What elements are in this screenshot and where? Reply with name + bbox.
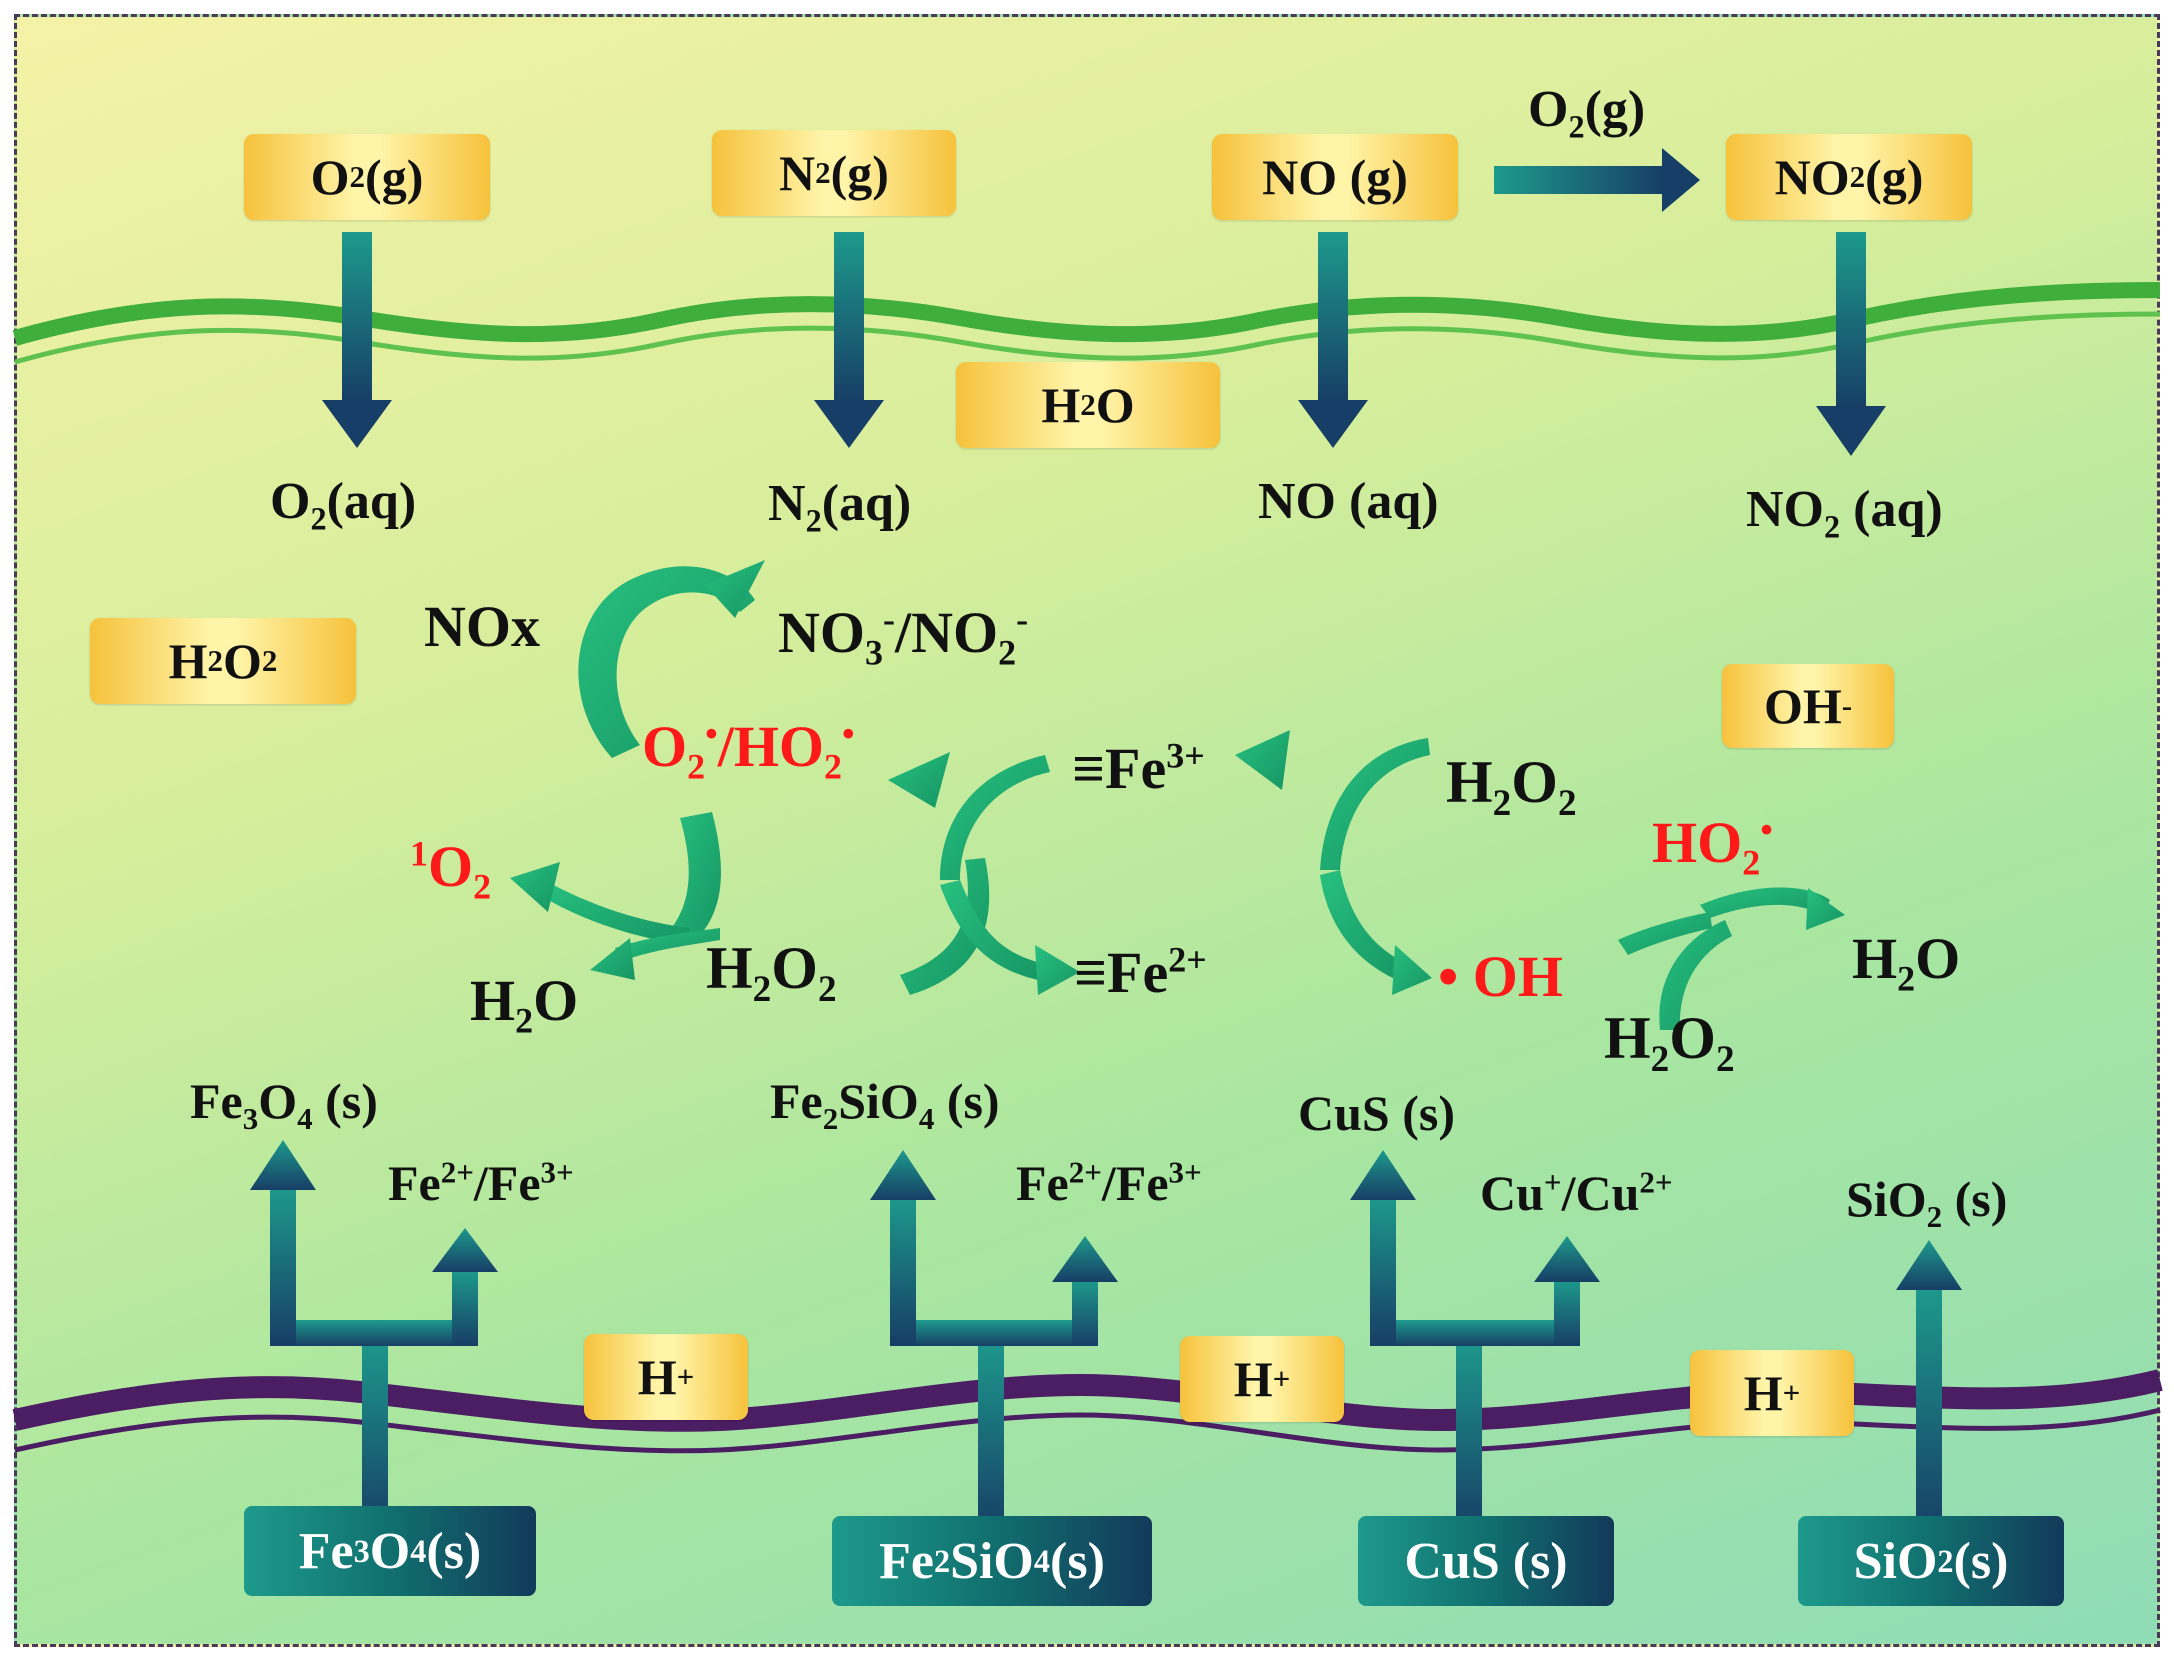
arrow-to-singlet-oxygen <box>540 882 690 945</box>
arrow-h2o2-to-fe2 <box>900 858 990 995</box>
cus-stem <box>1456 1335 1482 1535</box>
arrow-no-dissolve <box>1298 232 1368 448</box>
sio2-head <box>1896 1240 1962 1290</box>
arrow-ho2-to-water-head <box>1806 888 1845 930</box>
arrow-to-water-left-head <box>590 938 635 980</box>
arrow-to-singlet-oxygen-head <box>510 862 560 912</box>
fe2sio4-left-head <box>870 1150 936 1200</box>
arrow-h2o2-to-fe3 <box>1320 738 1430 870</box>
fe2sio4-right <box>1072 1280 1098 1346</box>
arrow-hydroxyl-to-ho2 <box>1659 920 1732 1030</box>
fe3o4-stem <box>362 1335 388 1535</box>
cus-left-head <box>1350 1150 1416 1200</box>
label-cu-ions: Cu+/Cu2+ <box>1480 1164 1673 1221</box>
fe3o4-right <box>452 1270 478 1346</box>
label-cus-dissolved: CuS (s) <box>1298 1085 1455 1141</box>
arrow-fe3-to-superoxide-head <box>888 752 950 808</box>
label-nitrate-nitrite: NO3-/NO2- <box>778 599 1029 673</box>
arrow-superoxide-down <box>670 812 721 945</box>
arrow-nox-to-nitrate <box>578 566 755 758</box>
label-fe-ions-2: Fe2+/Fe3+ <box>1016 1154 1202 1211</box>
fe2sio4-left <box>890 1195 916 1345</box>
arrow-fe2-to-hydroxyl-head <box>1392 945 1432 995</box>
label-fe3o4-dissolved: Fe3O4 (s) <box>190 1073 378 1136</box>
label-no2-aq: NO2 (aq) <box>1746 481 1943 545</box>
arrow-no-to-no2 <box>1494 148 1700 212</box>
label-ferrous-site: ≡Fe2+ <box>1074 939 1207 1005</box>
box-proton-1: H+ <box>584 1334 748 1420</box>
arrow-h2o2-to-fe3-head <box>1235 730 1290 790</box>
label-fe-ions-1: Fe2+/Fe3+ <box>388 1154 574 1211</box>
label-h2o2-bottom: H2O2 <box>1604 1005 1735 1080</box>
arrow-o2-dissolve <box>322 232 392 448</box>
label-oxidation-o2: O2(g) <box>1528 81 1646 145</box>
fe3o4-left <box>270 1185 296 1345</box>
arrow-no2-dissolve <box>1816 232 1886 456</box>
arrow-to-water-left <box>615 928 720 962</box>
label-n2-aq: N2(aq) <box>768 475 912 539</box>
box-proton-3: H+ <box>1690 1350 1854 1436</box>
box-no-gas: NO (g) <box>1212 134 1458 220</box>
arrow-hydroxyl-entry <box>1618 912 1712 955</box>
cus-bar <box>1370 1320 1580 1346</box>
label-no-aq: NO (aq) <box>1258 473 1439 530</box>
cus-left <box>1370 1195 1396 1345</box>
label-h2o2-right: H2O2 <box>1446 749 1577 824</box>
label-superoxide-radicals: O2•/HO2• <box>642 713 855 787</box>
arrow-fe2-to-hydroxyl <box>1320 870 1410 982</box>
fe3o4-right-head <box>432 1228 498 1272</box>
arrow-ho2-to-water <box>1700 887 1830 918</box>
arrow-nox-to-nitrate-head <box>705 560 765 618</box>
fe2sio4-stem <box>978 1335 1004 1535</box>
label-o2-aq: O2(aq) <box>270 473 417 537</box>
arrow-fe3-to-superoxide <box>940 755 1050 880</box>
solid-cus: CuS (s) <box>1358 1516 1614 1606</box>
arrow-n2-dissolve <box>814 232 884 448</box>
fe3o4-bar <box>270 1320 478 1346</box>
label-nox: NOx <box>424 594 540 659</box>
water-surface-thick <box>12 282 2161 346</box>
arrow-fe2-curve <box>940 880 1050 982</box>
label-fe2sio4-dissolved: Fe2SiO4 (s) <box>770 1073 1000 1136</box>
dissolution-arrows <box>250 1140 1962 1535</box>
label-sio2-dissolved: SiO2 (s) <box>1846 1171 2008 1234</box>
label-water-left: H2O <box>470 968 579 1041</box>
cus-right-head <box>1534 1236 1600 1282</box>
label-h2o2-left: H2O2 <box>706 935 837 1010</box>
label-ferric-site: ≡Fe3+ <box>1072 735 1205 801</box>
sio2-stem <box>1916 1285 1942 1535</box>
label-water-right: H2O <box>1852 926 1961 999</box>
water-surface-thin <box>14 311 2161 365</box>
box-proton-2: H+ <box>1180 1336 1344 1422</box>
label-singlet-oxygen: 1O2 <box>410 833 492 907</box>
cus-right <box>1554 1280 1580 1346</box>
fe3o4-left-head <box>250 1140 316 1190</box>
arrow-fe2-head <box>1035 945 1080 995</box>
fe2sio4-right-head <box>1052 1236 1118 1282</box>
label-hydroperoxyl-radical: HO2• <box>1652 809 1773 883</box>
label-hydroxyl-radical: • OH <box>1438 944 1564 1009</box>
box-hydroxide: OH- <box>1722 664 1894 748</box>
fe2sio4-bar <box>890 1320 1098 1346</box>
